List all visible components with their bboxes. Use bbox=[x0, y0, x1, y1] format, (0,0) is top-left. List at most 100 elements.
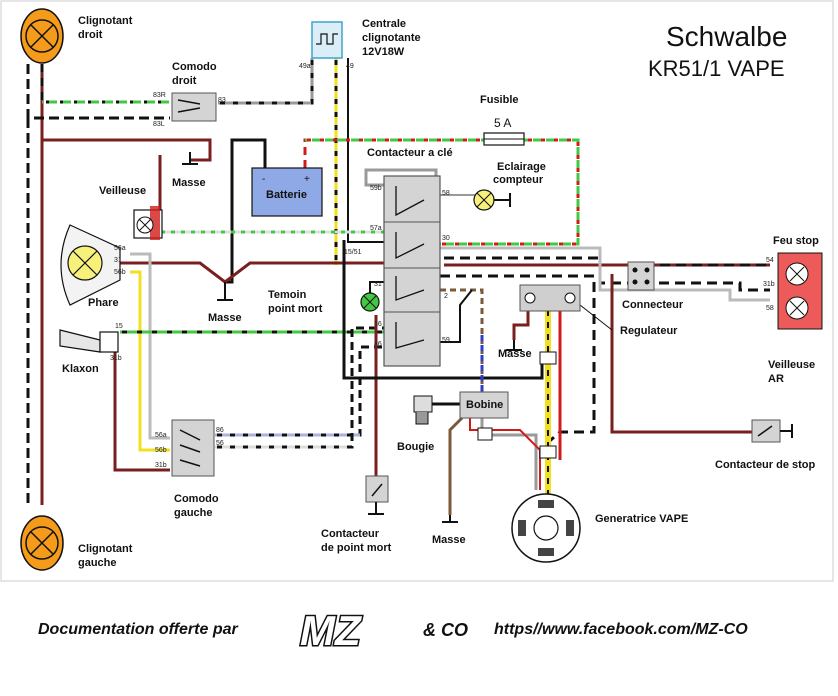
pin-2: 2 bbox=[444, 293, 448, 300]
wire-connecteur-58 bbox=[440, 246, 770, 302]
feu-stop bbox=[777, 252, 823, 330]
connecteur bbox=[627, 261, 655, 291]
pin-cg-56a: 56a bbox=[155, 432, 167, 439]
pin-phare-56b: 56b bbox=[114, 269, 126, 276]
comodo-droit-label-2: droit bbox=[172, 75, 197, 87]
comodo-gauche-label-1: Comodo bbox=[174, 493, 219, 505]
contacteur-point-mort bbox=[365, 475, 389, 515]
wire-regulateur-masse bbox=[512, 308, 530, 340]
pin-83l: 83L bbox=[153, 121, 165, 128]
eclairage-compteur-lamp bbox=[473, 189, 511, 211]
pin-83: 83 bbox=[218, 97, 226, 104]
pin-cg-56b: 56b bbox=[155, 447, 167, 454]
centrale-label-3: 12V18W bbox=[362, 46, 405, 58]
pin-56: 56 bbox=[374, 321, 382, 328]
temoin-label-1: Temoin bbox=[268, 289, 307, 301]
pin-49: 49 bbox=[346, 63, 354, 70]
pin-30: 30 bbox=[442, 235, 450, 242]
wire-brown-masse-top bbox=[42, 138, 212, 162]
klaxon-label: Klaxon bbox=[62, 363, 99, 375]
wire-black-main bbox=[342, 240, 544, 380]
eclairage-label-2: compteur bbox=[493, 174, 544, 186]
clignotant-droit-label-1: Clignotant bbox=[78, 15, 133, 27]
pin-cg-56: 56 bbox=[216, 440, 224, 447]
veilleuse bbox=[133, 206, 163, 240]
contacteur-cle-label: Contacteur a clé bbox=[367, 147, 453, 159]
pin-klaxon-15: 15 bbox=[115, 323, 123, 330]
connector-small-1 bbox=[539, 351, 557, 365]
phare-label: Phare bbox=[88, 297, 119, 309]
wire-56 bbox=[215, 326, 384, 449]
regulateur-label: Regulateur bbox=[620, 325, 678, 337]
comodo-gauche-label-2: gauche bbox=[174, 507, 213, 519]
generatrice-vape bbox=[511, 493, 581, 563]
wire-49-b bbox=[347, 58, 384, 243]
wire-stop-switch bbox=[610, 274, 752, 434]
regulateur bbox=[519, 284, 581, 312]
fusible-value: 5 A bbox=[494, 116, 511, 130]
pin-83r: 83R bbox=[153, 92, 166, 99]
masse-label-4: Masse bbox=[432, 534, 466, 546]
masse-symbol-4 bbox=[442, 515, 458, 523]
pin-86: 86 bbox=[374, 341, 382, 348]
footer-url[interactable]: https//www.facebook.com/MZ-CO bbox=[494, 621, 748, 638]
pin-feu-54: 54 bbox=[766, 257, 774, 264]
wire-bobine-red bbox=[469, 418, 541, 490]
connector-small-2 bbox=[539, 445, 557, 459]
contacteur-pm-label-1: Contacteur bbox=[321, 528, 380, 540]
diagram-subtitle: KR51/1 VAPE bbox=[648, 56, 785, 81]
wire-yellow-56b bbox=[130, 270, 170, 452]
bobine-label: Bobine bbox=[466, 399, 503, 411]
contacteur-stop-label: Contacteur de stop bbox=[715, 459, 816, 471]
wire-31-right bbox=[440, 274, 596, 447]
pin-49a: 49a bbox=[299, 63, 311, 70]
svg-text:+: + bbox=[304, 174, 310, 185]
eclairage-label-1: Eclairage bbox=[497, 161, 546, 173]
wire-white-56a bbox=[130, 252, 170, 440]
diagram-title: Schwalbe bbox=[666, 21, 787, 52]
veilleuse-ar-label-2: AR bbox=[768, 373, 784, 385]
pin-58: 58 bbox=[442, 190, 450, 197]
masse-label-1: Masse bbox=[172, 177, 206, 189]
centrale-clignotante bbox=[311, 21, 343, 59]
bobine bbox=[459, 391, 509, 419]
wire-battery-minus bbox=[225, 138, 267, 284]
wire-black-white-left bbox=[26, 64, 170, 120]
bougie-label: Bougie bbox=[397, 441, 434, 453]
comodo-gauche bbox=[171, 419, 215, 477]
pin-cg-86: 86 bbox=[216, 427, 224, 434]
contacteur-cle bbox=[383, 175, 441, 367]
temoin-point-mort bbox=[360, 292, 380, 312]
phare bbox=[60, 224, 121, 306]
fusible-label: Fusible bbox=[480, 94, 519, 106]
comodo-droit-label-1: Comodo bbox=[172, 61, 217, 73]
clignotant-droit bbox=[20, 8, 64, 64]
wire-59 bbox=[440, 289, 473, 343]
pin-59b: 59b bbox=[370, 185, 382, 192]
wire-regulateur-connecteur bbox=[579, 304, 613, 331]
batterie-label: Batterie bbox=[266, 189, 307, 201]
clignotant-droit-label-2: droit bbox=[78, 29, 103, 41]
footer-co: & CO bbox=[423, 620, 468, 640]
wire-bobine-gen bbox=[480, 418, 538, 490]
veilleuse-label: Veilleuse bbox=[99, 185, 146, 197]
masse-label-3: Masse bbox=[498, 348, 532, 360]
centrale-label-2: clignotante bbox=[362, 32, 421, 44]
veilleuse-ar-label-1: Veilleuse bbox=[768, 359, 815, 371]
contacteur-pm-label-2: de point mort bbox=[321, 542, 392, 554]
pin-15-51: 15/51 bbox=[344, 249, 362, 256]
connector-small-3 bbox=[477, 427, 493, 441]
clignotant-gauche-label-2: gauche bbox=[78, 557, 117, 569]
wire-bobine-masse bbox=[448, 416, 464, 515]
fusible bbox=[483, 132, 525, 146]
footer-text: Documentation offerte par bbox=[38, 621, 238, 638]
masse-label-2: Masse bbox=[208, 312, 242, 324]
feu-stop-label: Feu stop bbox=[773, 235, 819, 247]
pin-feu-58: 58 bbox=[766, 305, 774, 312]
pin-57a: 57a bbox=[370, 225, 382, 232]
mz-logo: MZ bbox=[299, 607, 364, 651]
pin-31: 31 bbox=[374, 281, 382, 288]
mz-logo-text: MZ bbox=[300, 607, 362, 651]
masse-symbol-1 bbox=[182, 152, 198, 165]
pin-feu-31b: 31b bbox=[763, 281, 775, 288]
